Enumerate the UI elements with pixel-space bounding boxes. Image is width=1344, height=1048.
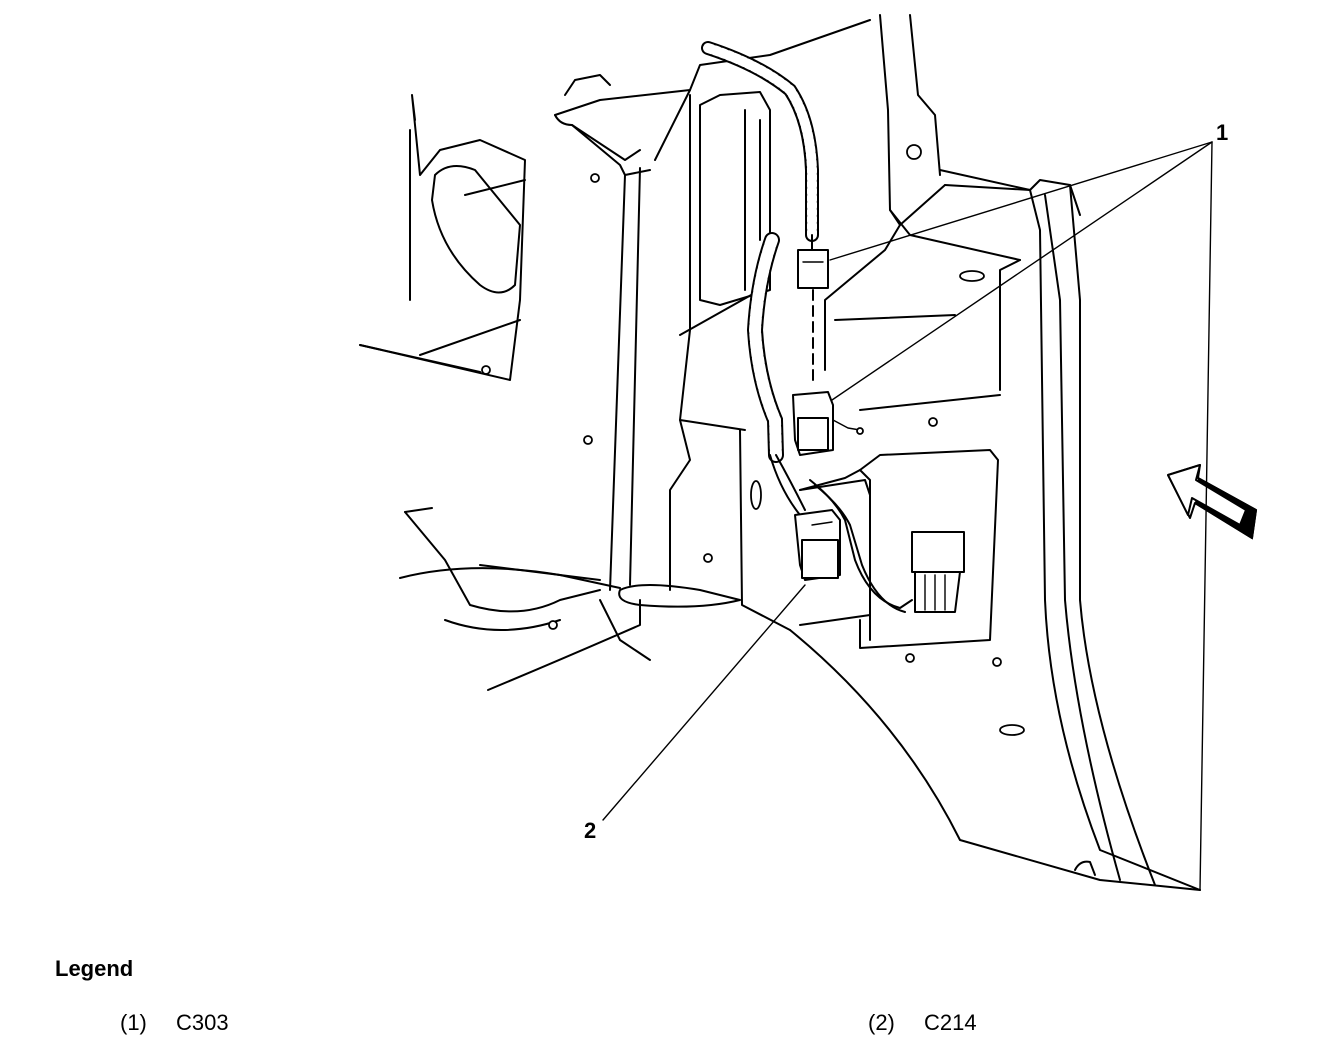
left-panel-outline <box>359 94 526 381</box>
callout-2-label: 2 <box>584 818 596 843</box>
quarter-panel-outline <box>789 14 1201 891</box>
legend-item-number: (2) <box>868 1010 895 1035</box>
legend-item-c303: (1) C303 <box>120 1010 229 1036</box>
connector-c214 <box>794 509 841 581</box>
callout-leaders <box>602 141 1213 891</box>
legend-item-text: C303 <box>176 1010 229 1035</box>
module-bracket <box>799 449 999 649</box>
wiring-harness <box>701 41 913 613</box>
legend-item-c214: (2) C214 <box>868 1010 977 1036</box>
connector-c303-lower <box>792 391 864 456</box>
callout-1-label: 1 <box>1216 120 1228 145</box>
legend-item-text: C214 <box>924 1010 977 1035</box>
connector-c303-upper <box>797 249 829 381</box>
module-connector <box>911 531 965 613</box>
legend-item-number: (1) <box>120 1010 147 1035</box>
diagram-drawing: 1 2 <box>359 14 1258 891</box>
floor-outline <box>399 507 741 691</box>
legend-title: Legend <box>55 956 134 981</box>
connector-location-diagram: 1 2 <box>359 14 1258 891</box>
view-direction-arrow <box>1167 464 1258 540</box>
